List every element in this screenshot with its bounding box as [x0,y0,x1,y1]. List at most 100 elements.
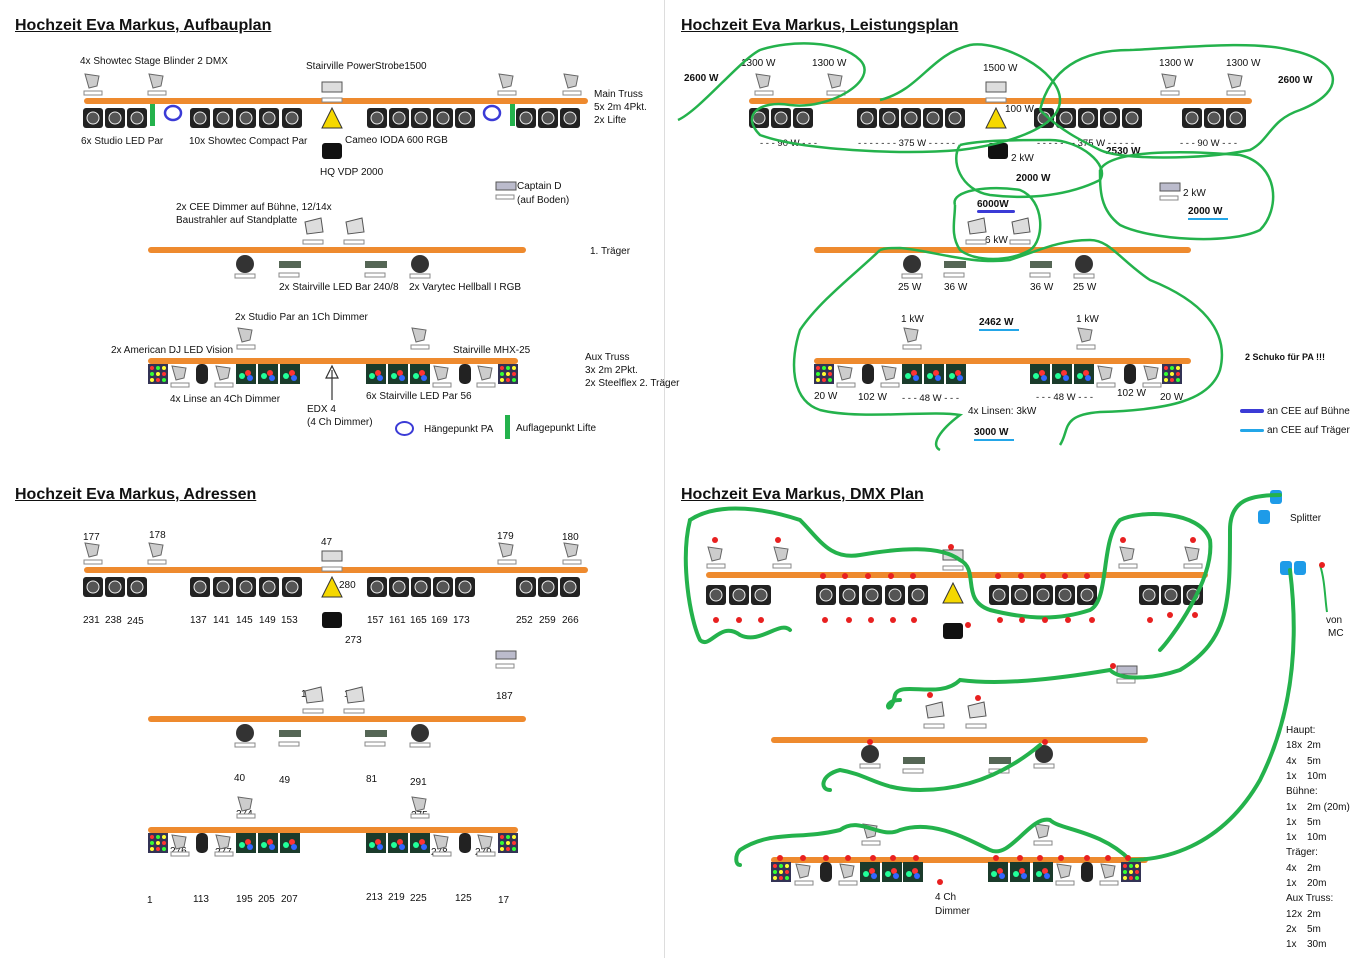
par-lens-icon [865,588,879,602]
linse-icon [1143,365,1159,381]
cable-len: 2m [1307,740,1321,752]
captain-icon [495,181,517,191]
par-lens-icon [754,588,768,602]
stand-icon [278,272,300,278]
led-blue-icon [957,375,963,381]
par-lens-icon [1081,111,1095,125]
addr-219: 219 [388,892,405,903]
led-dot-icon [828,372,832,376]
blinder-icon [563,73,579,89]
cable-len: 5m [1307,816,1321,828]
par-lens-icon [262,580,276,594]
led-dot-icon [785,870,789,874]
led-dot-icon [506,841,510,845]
dmx-connector-dot [820,573,826,579]
led-red-icon [289,839,295,845]
stand-icon [754,90,774,96]
power-102-a: 102 W [858,392,887,403]
stand-icon [902,768,924,774]
power-25-b: 25 W [1073,282,1097,293]
label-aux-truss-3: 2x Steelflex 2. Träger [585,378,680,389]
led-bar-icon [989,757,1011,764]
label-hq: HQ VDP 2000 [320,167,384,178]
par-lens-icon [563,111,577,125]
underline-cee-traeger [974,439,1014,441]
stand-icon [1073,273,1095,279]
stand-icon [410,813,430,819]
stand-icon [1099,880,1119,886]
dmx-connector-dot [758,617,764,623]
stand-icon [214,382,234,388]
led-red-icon [997,868,1003,874]
cable-row: Bühne: [1286,786,1318,797]
studio-par-icon [903,327,919,343]
led-blue-icon [247,375,253,381]
par-lens-icon [541,580,555,594]
stand-icon [410,344,430,350]
stand-icon [236,344,256,350]
par-lens-icon [370,580,384,594]
addr-179: 179 [497,531,514,542]
addr-245: 245 [127,616,144,627]
label-hellball: 2x Varytec Hellball I RGB [409,282,522,293]
led-dot-icon [150,372,154,376]
addr-178: 178 [149,530,166,541]
led-red-icon [267,370,273,376]
baustrahler-icon [925,701,945,719]
stand-icon [772,563,792,569]
led-blue-icon [871,873,877,879]
linse-icon [215,365,231,381]
par-lens-icon [436,580,450,594]
addr-169: 169 [431,615,448,626]
stand-icon [985,97,1007,103]
dmx-connector-dot [823,855,829,861]
stand-icon [170,382,190,388]
title-dmx-plan: Hochzeit Eva Markus, DMX Plan [681,486,924,503]
hellball-icon [411,255,429,273]
stand-icon [343,708,365,714]
led-blue-icon [269,375,275,381]
label-splitter: Splitter [1290,513,1322,524]
led-dot-icon [1176,366,1180,370]
dmx-connector-dot [1125,855,1131,861]
stand-icon [364,741,386,747]
dmx-connector-dot [712,537,718,543]
linse-icon [477,365,493,381]
power-2000-captain: 2000 W [1188,206,1223,217]
led-dot-icon [1135,870,1139,874]
led-dot-icon [500,841,504,845]
led-blue-icon [1085,375,1091,381]
par-lens-icon [239,580,253,594]
led-red-icon [933,370,939,376]
blinder-icon [1161,73,1177,89]
led-dot-icon [1129,870,1133,874]
power-1500: 1500 W [983,63,1018,74]
dmx-connector-dot [948,544,954,550]
dmx-connector-dot [868,617,874,623]
led-dot-icon [1170,372,1174,376]
label-main-truss-3: 2x Lifte [594,115,627,126]
power-20-b: 20 W [1160,392,1184,403]
dmx-connector-dot [1110,663,1116,669]
addr-238: 238 [105,615,122,626]
par-lens-icon [1142,588,1156,602]
led-green-icon [239,373,245,379]
led-green-icon [391,842,397,848]
splitter-icon [1294,561,1306,575]
blinder-icon [148,542,164,558]
led-dot-icon [822,372,826,376]
par-lens-icon [992,588,1006,602]
power-3000: 3000 W [974,427,1009,438]
led-blue-icon [399,844,405,850]
led-dot-icon [162,835,166,839]
pa-point-ring [163,104,183,122]
power-36-b: 36 W [1030,282,1054,293]
stand-icon [497,90,517,96]
blinder-icon [84,542,100,558]
led-dot-icon [1176,378,1180,382]
led-dot-icon [785,864,789,868]
led-dot-icon [779,876,783,880]
linse-icon [433,365,449,381]
stand-icon [902,344,922,350]
